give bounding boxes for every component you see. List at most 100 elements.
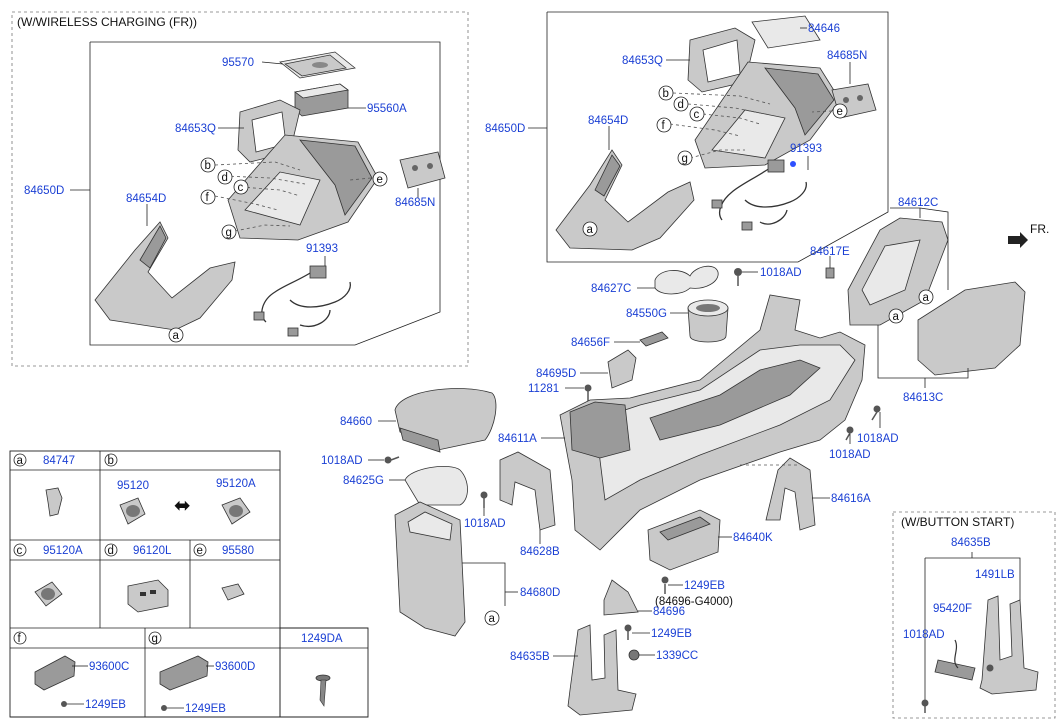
legend-b-badge: b (104, 453, 118, 467)
label-95420F: 95420F (933, 603, 972, 615)
bracket-84616A (765, 457, 816, 531)
label-1249EB-lower: 1249EB (651, 628, 692, 640)
label-91393-right: 91393 (790, 143, 822, 155)
label-84656F: 84656F (571, 337, 610, 349)
legend-e-part: 95580 (222, 545, 254, 557)
screw-1018AD-mid (480, 491, 488, 508)
screw-1249EB-g (161, 705, 167, 711)
label-95560A: 95560A (367, 103, 407, 115)
callout-e-left: e (372, 171, 388, 187)
screw-1018AD-left (384, 456, 400, 464)
button-start-caption: (W/BUTTON START) (901, 515, 1014, 529)
svg-text:f: f (662, 120, 666, 132)
svg-text:c: c (17, 545, 23, 557)
callout-a-right: a (582, 221, 598, 237)
label-1018AD-top: 1018AD (760, 267, 802, 279)
label-84628B: 84628B (520, 546, 560, 558)
label-91393-left: 91393 (306, 243, 338, 255)
label-1018AD-right2: 1018AD (829, 449, 871, 461)
label-84640K: 84640K (733, 532, 773, 544)
legend-g-badge: g (148, 631, 162, 645)
legend-table (9, 450, 369, 718)
cover-84696 (603, 579, 639, 616)
rear-panel-84680D (394, 501, 466, 637)
bracket-84628B (499, 451, 556, 531)
label-1018AD-button: 1018AD (903, 629, 945, 641)
label-84550G: 84550G (626, 308, 667, 320)
label-84653Q-right: 84653Q (622, 55, 663, 67)
label-95570: 95570 (222, 57, 254, 69)
label-1339CC: 1339CC (656, 650, 698, 662)
callout-b-left: b (200, 157, 216, 173)
label-84635B-button: 84635B (951, 537, 991, 549)
nut-1339CC (628, 649, 640, 661)
legend-c-part: 95120A (43, 545, 83, 557)
label-84616A: 84616A (831, 493, 871, 505)
main-console-84611A (559, 294, 866, 551)
svg-text:b: b (663, 88, 669, 100)
label-1018AD-right1: 1018AD (857, 433, 899, 445)
svg-text:e: e (197, 545, 203, 557)
legend-b-part2: 95120A (216, 478, 256, 490)
callout-a-left: a (168, 327, 184, 343)
clip-84617E (825, 267, 835, 279)
label-84695D: 84695D (536, 368, 576, 380)
pad-84625G (404, 465, 468, 506)
socket-95120A-b (221, 497, 251, 525)
label-84685N-left: 84685N (395, 197, 435, 209)
front-direction-arrow (1008, 232, 1028, 248)
screw-1249EB-f (61, 701, 67, 707)
legend-g-part1: 93600D (215, 661, 255, 673)
svg-text:f: f (18, 633, 22, 645)
wireless-charging-frame (11, 11, 469, 367)
front-direction-label: FR. (1030, 222, 1049, 236)
callout-e-right: e (832, 103, 848, 119)
bracket-84695D (607, 349, 637, 389)
callout-a-84680D: a (484, 610, 500, 626)
clip-84747 (45, 487, 63, 517)
screw-1249EB-upper (661, 576, 669, 594)
label-84654D-left: 84654D (126, 193, 166, 205)
callout-g-left: g (221, 224, 237, 240)
screw-1018AD-top (734, 268, 742, 286)
side-trim-84654D-left (94, 221, 236, 331)
label-84627C: 84627C (591, 283, 631, 295)
legend-a-badge: a (13, 453, 27, 467)
wiring-harness-91393-left (253, 265, 351, 337)
label-1249EB-upper: 1249EB (684, 580, 725, 592)
legend-d-badge: d (104, 543, 118, 557)
charger-module-95560A (294, 83, 349, 117)
svg-text:g: g (152, 633, 158, 645)
console-upper-84650D-left (227, 134, 379, 241)
svg-text:e: e (837, 106, 843, 118)
screw-1018AD-button (921, 699, 929, 713)
label-1018AD-left: 1018AD (321, 455, 363, 467)
svg-text:f: f (206, 192, 210, 204)
trim-84656F (639, 331, 669, 347)
screw-1018AD-right2 (845, 426, 854, 441)
label-84650D-right: 84650D (485, 123, 525, 135)
socket-95120 (119, 497, 146, 525)
label-84653Q-left: 84653Q (175, 123, 216, 135)
label-84611A: 84611A (498, 433, 537, 445)
label-1018AD-mid: 1018AD (464, 518, 506, 530)
label-84696: 84696 (653, 606, 685, 618)
swap-arrow-icon: ⬌ (174, 493, 191, 517)
button-start-frame (892, 511, 1056, 719)
svg-text:a: a (17, 455, 24, 467)
svg-text:a: a (893, 311, 900, 323)
note-84696-G4000: (84696-G4000) (655, 596, 733, 608)
legend-g-part2: 1249EB (185, 703, 226, 715)
jack-95580 (221, 583, 245, 601)
svg-text:g: g (682, 153, 688, 165)
side-panel-84613C (917, 281, 1026, 376)
switch-panel-84685N-left (399, 151, 446, 189)
legend-e-badge: e (193, 543, 207, 557)
svg-text:c: c (694, 109, 700, 121)
legend-h-part: 1249DA (301, 633, 343, 645)
legend-a-part: 84747 (43, 455, 75, 467)
legend-d-part: 96120L (133, 545, 172, 557)
svg-text:a: a (173, 330, 180, 342)
label-84613C: 84613C (903, 392, 943, 404)
side-trim-84654D-right (555, 149, 695, 251)
